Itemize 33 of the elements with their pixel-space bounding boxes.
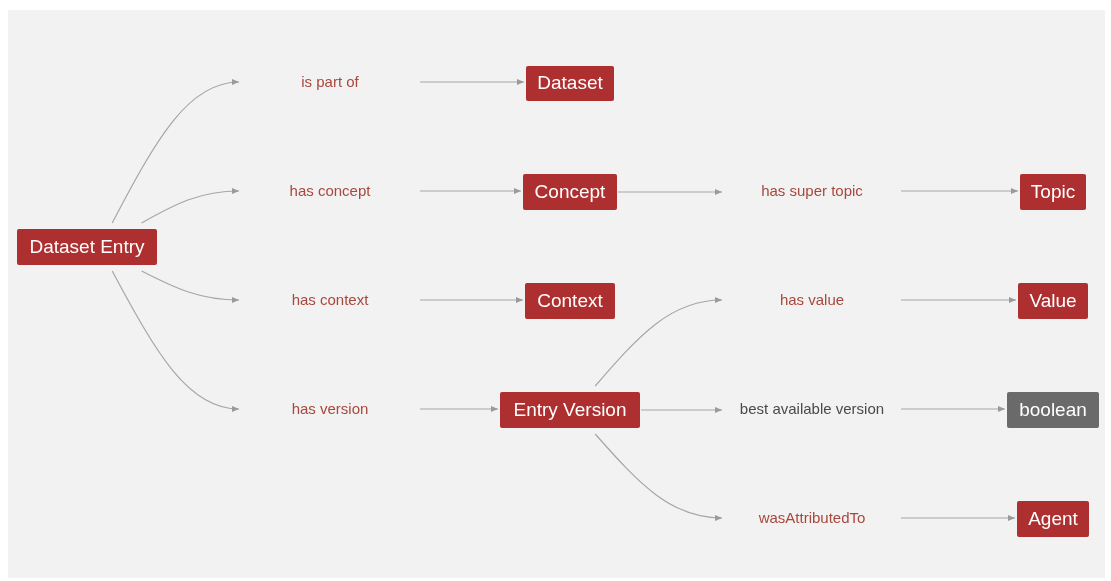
property-label: wasAttributedTo [724,506,900,530]
property-label: has concept [241,179,419,203]
class-box: Concept [523,174,617,210]
class-box: Context [525,283,615,319]
class-box: Topic [1020,174,1086,210]
arrow [640,407,723,413]
arrow [594,433,723,521]
arrow [111,270,240,412]
property-label: best available version [724,397,900,421]
arrow [419,297,524,303]
arrow [419,79,525,85]
arrow [900,406,1006,412]
property-label: has super topic [724,179,900,203]
arrow [617,189,723,195]
arrow [900,515,1016,521]
arrow [594,297,723,387]
class-box: Agent [1017,501,1089,537]
arrow [900,188,1019,194]
class-box: Value [1018,283,1088,319]
property-label: is part of [241,70,419,94]
arrow [141,188,240,224]
arrow [900,297,1017,303]
class-box: Entry Version [500,392,640,428]
arrow [419,406,499,412]
class-box: Dataset Entry [17,229,157,265]
arrow [141,270,240,303]
arrow [419,188,522,194]
class-box: Dataset [526,65,614,101]
datatype-box: boolean [1007,392,1099,428]
property-label: has value [724,288,900,312]
arrow [111,79,240,224]
property-label: has context [241,288,419,312]
property-label: has version [241,397,419,421]
